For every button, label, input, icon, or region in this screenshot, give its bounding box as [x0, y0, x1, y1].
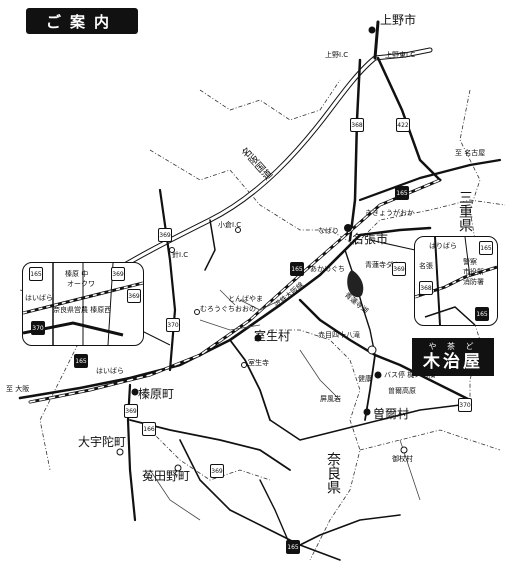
inset-route-shield: 369: [127, 289, 141, 303]
inset-route-shield: 165: [479, 241, 493, 255]
label-soni-village: 曽爾村: [373, 407, 410, 421]
label-shihai: 健康: [358, 375, 372, 383]
inset-right-label: 警察: [463, 258, 477, 266]
label-haibara-town: 榛原町: [138, 387, 175, 401]
inset-right-label: 名張: [419, 262, 433, 270]
inset-right-label: はりばら: [429, 242, 457, 250]
label-nara-ken: 奈良県: [325, 452, 341, 494]
label-kikyogaoka: ききょうがおか: [365, 209, 414, 217]
label-soni-kogen: 曽爾高原: [388, 387, 416, 395]
label-byobuiwa: 屏風岩: [320, 395, 341, 403]
inset-route-shield: 369: [111, 267, 125, 281]
shorenji-lake: [347, 270, 364, 298]
label-shorenji-dam: 青蓮寺ダム: [365, 261, 400, 269]
label-haibara-sta: はいばら: [96, 367, 124, 375]
shop-badge: や 茶 ど 木治屋: [412, 338, 494, 376]
route-shield: 370: [458, 398, 472, 412]
route-shield: 369: [210, 464, 224, 478]
label-todahara: 菟田野町: [142, 469, 191, 483]
route-shield: 369: [392, 262, 406, 276]
city-markers: [116, 26, 408, 472]
inset-right-label: 消防署: [463, 278, 484, 286]
route-shield: 165: [395, 186, 409, 200]
route-shield: 369: [158, 228, 172, 242]
inset-right-label: 市役所: [463, 268, 484, 276]
label-nabari-city: 名張市: [352, 232, 389, 246]
page-title: ご案内: [26, 8, 138, 34]
inset-left-pointer: [139, 329, 171, 346]
label-oda-ic: 小倉I.C: [218, 221, 242, 229]
shop-name: 木治屋: [423, 352, 483, 372]
route-shield: 165: [290, 262, 304, 276]
label-murouji: 室生寺: [248, 359, 269, 367]
shop-subtitle: や 茶 ど: [428, 342, 478, 351]
label-hari-ic: 針I.C: [172, 251, 189, 259]
inset-left-label: 奈良県営農 榛原西: [53, 306, 112, 314]
label-akameguchi: あかめぐち: [310, 265, 345, 273]
route-shield: 166: [142, 422, 156, 436]
label-mitsue-village: 御杖村: [392, 455, 413, 463]
label-ueno-ic: 上野I.C: [325, 51, 349, 59]
route-shield: 165: [74, 354, 88, 368]
inset-map-haibara: 榛原 中 オークワ はいばら 奈良県営農 榛原西 165 369 369 370: [22, 262, 144, 346]
inset-left-label: オークワ: [67, 280, 95, 288]
label-mie-ken: 三重県: [457, 190, 473, 232]
label-murouguchi-ono: むろうぐちおおの: [200, 305, 256, 313]
label-nabari-sta: なばり: [318, 227, 339, 235]
label-to-nagoya: 至 名古屋: [455, 149, 486, 157]
label-to-osaka: 至 大阪: [6, 385, 30, 393]
inset-map-nabari: はりばら 名張 警察 市役所 消防署 165 368 165: [414, 236, 498, 326]
label-murou-village: 室生村: [254, 329, 291, 343]
label-ueno-higashi-ic: 上野東I.C: [385, 51, 416, 59]
label-akame48: 赤目四十八滝: [318, 331, 360, 339]
inset-left-label: はいばら: [25, 294, 53, 302]
label-ueno-city: 上野市: [380, 13, 417, 27]
inset-right-pointer: [369, 239, 416, 251]
route-shield: 368: [350, 118, 364, 132]
inset-route-shield: 370: [31, 321, 45, 335]
road-network: [18, 20, 502, 561]
route-shield: 165: [286, 540, 300, 554]
label-ouda-town: 大宇陀町: [78, 435, 127, 449]
label-bus-stop: バス停 梶ノ木橋: [384, 371, 436, 379]
minor-roads: [149, 289, 421, 521]
label-tonbayama: とんばやま: [228, 295, 263, 303]
inset-route-shield: 165: [475, 307, 489, 321]
route-shield: 370: [166, 318, 180, 332]
route-shield: 369: [124, 404, 138, 418]
inset-route-shield: 368: [419, 281, 433, 295]
inset-route-shield: 165: [29, 267, 43, 281]
inset-left-label: 榛原 中: [65, 270, 89, 278]
route-shield: 422: [396, 118, 410, 132]
